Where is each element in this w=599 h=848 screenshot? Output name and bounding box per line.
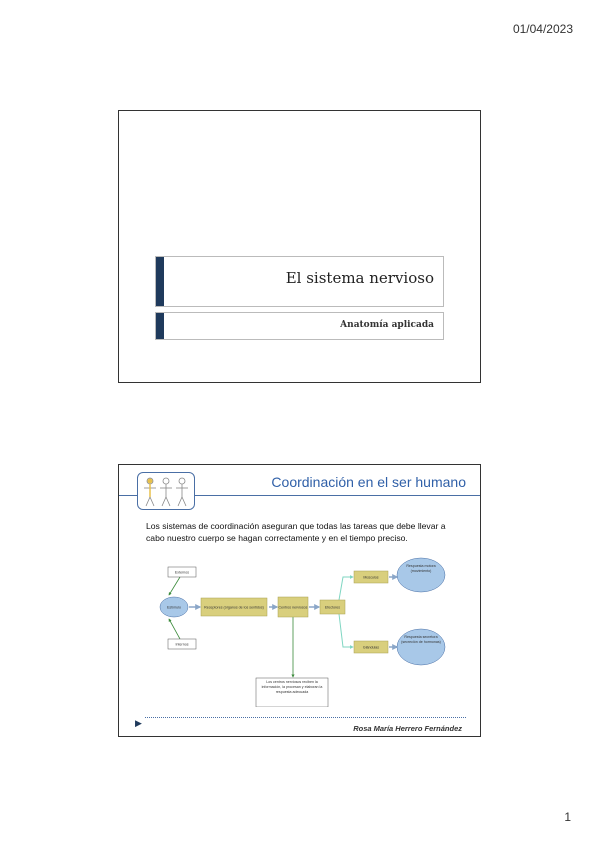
node-respuesta-secretora: Respuesta secretora (secreción de hormon… <box>396 628 446 666</box>
node-glandulas: Glándulas <box>353 640 389 654</box>
node-externos: Externos <box>167 566 197 578</box>
node-efectores-label: Efectores <box>325 606 340 610</box>
node-nota-label: Los centros nerviosos reciben la informa… <box>261 680 323 694</box>
page-date: 01/04/2023 <box>512 22 573 36</box>
slide2-author: Rosa María Herrero Fernández <box>353 724 462 733</box>
node-internos-label: Internos <box>176 643 189 647</box>
node-musculos-label: Músculos <box>363 576 378 580</box>
anatomy-figures-icon <box>144 477 188 507</box>
slide-title: El sistema nervioso Anatomía aplicada <box>118 110 481 383</box>
node-respuesta-secretora-label: Respuesta secretora (secreción de hormon… <box>401 635 441 644</box>
coordination-diagram: Externos Internos Estímulo Receptores (ó… <box>159 557 446 707</box>
subtitle-box: Anatomía aplicada <box>155 312 444 340</box>
node-receptores: Receptores (órganos de los sentidos) <box>200 597 268 617</box>
node-glandulas-label: Glándulas <box>363 646 379 650</box>
node-estimulo: Estímulo <box>159 596 189 618</box>
slide-title-text: El sistema nervioso <box>285 269 434 287</box>
node-receptores-label: Receptores (órganos de los sentidos) <box>204 606 264 610</box>
node-musculos: Músculos <box>353 570 389 584</box>
node-centros: Centros nerviosos <box>277 596 309 618</box>
node-respuesta-motora: Respuesta motora (movimiento) <box>396 557 446 593</box>
node-estimulo-label: Estímulo <box>167 606 181 610</box>
anatomy-figures-logo-icon <box>137 472 195 510</box>
node-externos-label: Externos <box>175 571 189 575</box>
accent-bar <box>156 313 164 339</box>
page-number: 1 <box>564 810 571 824</box>
node-nota: Los centros nerviosos reciben la informa… <box>255 677 329 707</box>
node-efectores: Efectores <box>319 599 346 615</box>
node-respuesta-motora-label: Respuesta motora (movimiento) <box>406 564 436 573</box>
title-box: El sistema nervioso <box>155 256 444 307</box>
slide-subtitle-text: Anatomía aplicada <box>340 320 434 330</box>
accent-bar <box>156 257 164 306</box>
node-internos: Internos <box>167 638 197 650</box>
node-centros-label: Centros nerviosos <box>279 606 308 610</box>
slide2-body-text: Los sistemas de coordinación aseguran qu… <box>146 521 446 543</box>
header-line <box>119 495 480 496</box>
footer-dotted-line <box>145 717 466 718</box>
slide-coordination: Coordinación en el ser humano Los sistem… <box>118 464 481 737</box>
slide2-title: Coordinación en el ser humano <box>271 474 466 490</box>
triangle-bullet-icon: ▶ <box>135 718 142 728</box>
